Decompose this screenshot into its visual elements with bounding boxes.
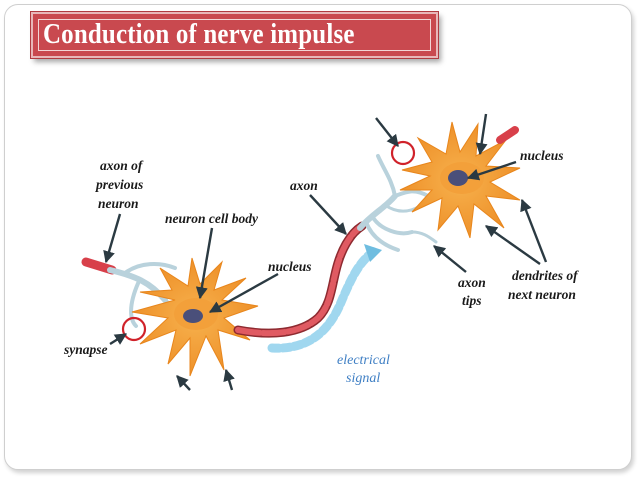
arrow-dendrite-top	[475, 113, 488, 156]
arrow-dendrite-b	[223, 368, 235, 391]
slide-title: Conduction of nerve impulse	[43, 18, 355, 50]
arrow-previous-axon	[103, 213, 122, 264]
left-nucleus	[183, 309, 203, 323]
label-axon: axon	[290, 178, 318, 193]
label-dendrites-1: dendrites of	[512, 268, 579, 283]
label-axon-previous-1: axon of	[100, 158, 144, 173]
label-neuron-cell-body: neuron cell body	[165, 211, 259, 226]
synapse-circle-right	[390, 140, 416, 166]
label-axon-previous-2: previous	[95, 177, 143, 192]
label-synapse: synapse	[63, 342, 108, 357]
label-arrows	[103, 113, 548, 391]
title-banner-border	[38, 19, 431, 51]
axon-myelin	[233, 221, 367, 338]
arrow-dendrite-a	[176, 375, 191, 391]
arrow-synapse	[109, 332, 128, 346]
left-neuron-cell-body	[131, 257, 259, 377]
slide-frame	[4, 4, 632, 470]
electrical-signal	[267, 244, 382, 353]
title-banner: Conduction of nerve impulse	[31, 12, 438, 58]
right-neuron-cell-body	[399, 121, 521, 239]
arrow-dendrites-a	[485, 225, 541, 265]
label-nucleus-right: nucleus	[520, 148, 564, 163]
arrow-synapse-right	[375, 117, 399, 147]
label-electrical: electrical	[337, 353, 390, 368]
arrow-axon	[309, 194, 347, 235]
arrow-cell-body	[195, 227, 214, 300]
arrow-nucleus-left	[208, 272, 279, 314]
right-nucleus	[448, 170, 468, 186]
arrow-axon-tips	[433, 245, 467, 273]
diagram-labels: axon of previous neuron neuron cell body…	[63, 148, 579, 386]
label-axon-tips-2: tips	[462, 293, 482, 308]
synapse-circle-left	[121, 316, 147, 342]
label-signal: signal	[346, 371, 380, 386]
label-dendrites-2: next neuron	[508, 287, 576, 302]
arrow-dendrites-b	[520, 198, 548, 263]
arrow-nucleus-right	[466, 160, 517, 181]
label-axon-tips-1: axon	[458, 275, 486, 290]
label-axon-previous-3: neuron	[98, 196, 139, 211]
label-nucleus-left: nucleus	[268, 259, 312, 274]
